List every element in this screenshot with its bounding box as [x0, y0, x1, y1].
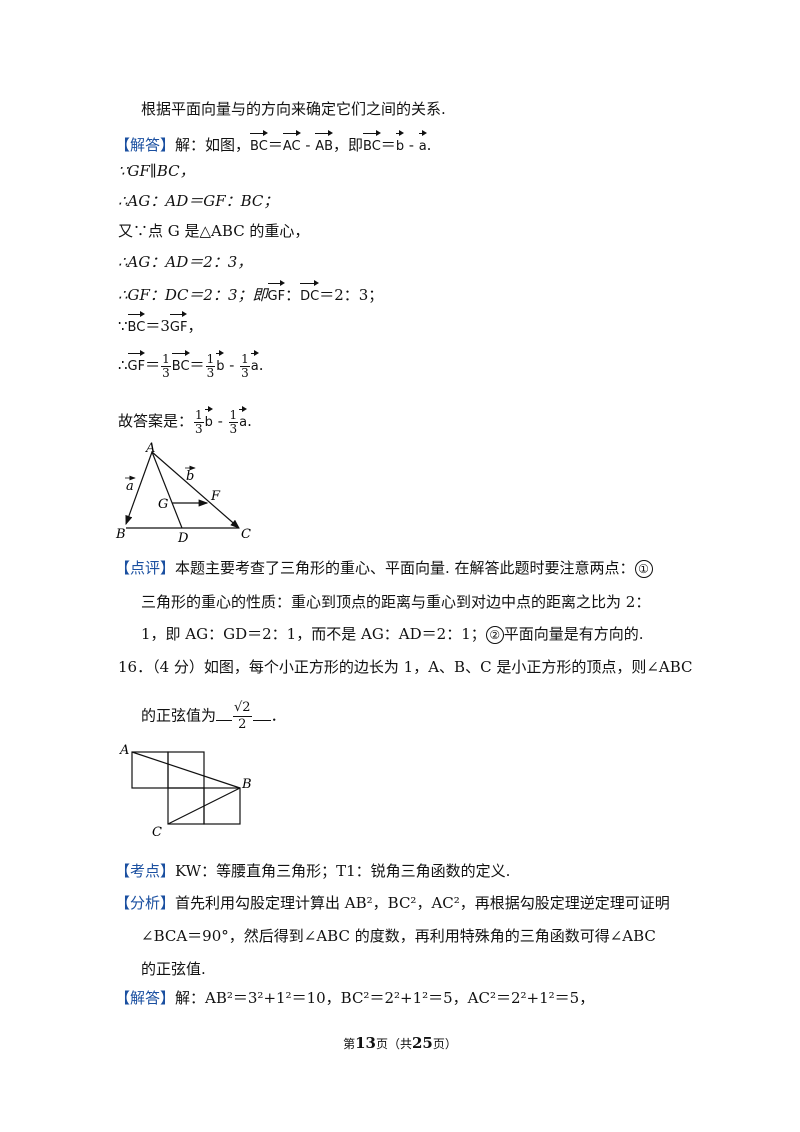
question-16-stem: 16．（4 分）如图，每个小正方形的边长为 1，A、B、C 是小正方形的顶点，则…	[118, 658, 693, 676]
label-C: C	[152, 825, 162, 840]
label-A: A	[119, 743, 129, 758]
segment-ad	[151, 451, 183, 529]
vector-a: a	[239, 406, 247, 434]
vector-gf: GF	[267, 280, 285, 308]
solution-lead: 解：如图，	[175, 136, 251, 154]
segment-bc	[167, 787, 241, 825]
label-F: F	[210, 489, 221, 504]
vector-bc: BC	[250, 130, 268, 158]
vector-ab: AB	[315, 130, 333, 158]
vector-gf: GF	[127, 350, 145, 378]
segment-ac	[151, 451, 240, 529]
therefore-ratio: ∴AG：AD＝GF：BC；	[118, 192, 279, 210]
answer-line-1: 【解答】解：如图，BC＝AC - AB，即BC＝b - a.	[115, 130, 431, 158]
centroid-text: 又∵点 G 是△ABC 的重心，	[118, 222, 310, 240]
page-total: 25	[412, 1034, 433, 1052]
square-grid-figure: A B C	[119, 743, 252, 840]
answer-tag: 【解答】	[115, 989, 176, 1007]
comment-line-2: 三角形的重心的性质：重心到顶点的距离与重心到对边中点的距离之比为 2：	[141, 593, 651, 611]
label-G: G	[158, 497, 168, 512]
circled-two: ②	[485, 626, 504, 644]
vector-a: a	[250, 350, 259, 378]
vector-dc: DC	[300, 280, 320, 308]
analysis-line-2: ∠BCA＝90°，然后得到∠ABC 的度数，再利用特殊角的三角函数可得∠ABC	[141, 927, 656, 945]
therefore-gf-dc: ∴GF：DC＝2：3；即GF：DC＝2：3；	[118, 280, 383, 308]
analysis-line-3: 的正弦值.	[141, 960, 206, 978]
vector-b: b	[216, 350, 225, 378]
vector-gf: GF	[169, 311, 187, 339]
label-B: B	[241, 777, 252, 792]
label-D: D	[177, 531, 189, 546]
comment-tag: 【点评】	[115, 559, 176, 577]
segment-ab	[125, 451, 153, 526]
vector-b: b	[204, 406, 214, 434]
q16-solution-line: 【解答】解：AB²＝3²+1²＝10，BC²＝2²+1²＝5，AC²＝2²+1²…	[115, 989, 595, 1007]
label-C: C	[241, 527, 251, 542]
therefore-ag-ad: ∴AG：AD＝2：3，	[118, 253, 253, 271]
kaodian-line: 【考点】KW：等腰直角三角形；T1：锐角三角函数的定义.	[115, 862, 511, 880]
circled-one: ①	[634, 560, 653, 578]
intro-text: 根据平面向量与的方向来确定它们之间的关系.	[141, 100, 446, 118]
label-A: A	[145, 441, 155, 456]
analysis-line-1: 【分析】首先利用勾股定理计算出 AB²，BC²，AC²，再根据勾股定理逆定理可证…	[115, 894, 670, 912]
triangle-centroid-figure: A B C D G F a b	[115, 441, 251, 546]
vector-b: b	[395, 130, 405, 158]
analysis-tag: 【分析】	[115, 894, 176, 912]
vector-bc: BC	[127, 311, 145, 339]
answer-tag: 【解答】	[115, 136, 176, 154]
vector-bc: BC	[363, 130, 381, 158]
page-footer: 第13页（共25页）	[343, 1034, 457, 1052]
segment-ab	[131, 751, 241, 789]
comment-line-1: 【点评】本题主要考查了三角形的重心、平面向量. 在解答此题时要注意两点：①	[115, 557, 653, 579]
kaodian-tag: 【考点】	[115, 862, 176, 880]
page-number: 13	[355, 1034, 376, 1052]
vector-bc: BC	[171, 350, 190, 378]
label-B: B	[115, 527, 126, 542]
vector-ac: AC	[282, 130, 301, 158]
because-parallel: ∵GF∥BC，	[118, 162, 195, 180]
vector-a: a	[418, 130, 427, 158]
label-vector-a: a	[126, 479, 134, 494]
because-bc-3gf: ∵BC＝3GF，	[118, 311, 202, 339]
label-vector-b: b	[186, 469, 194, 484]
